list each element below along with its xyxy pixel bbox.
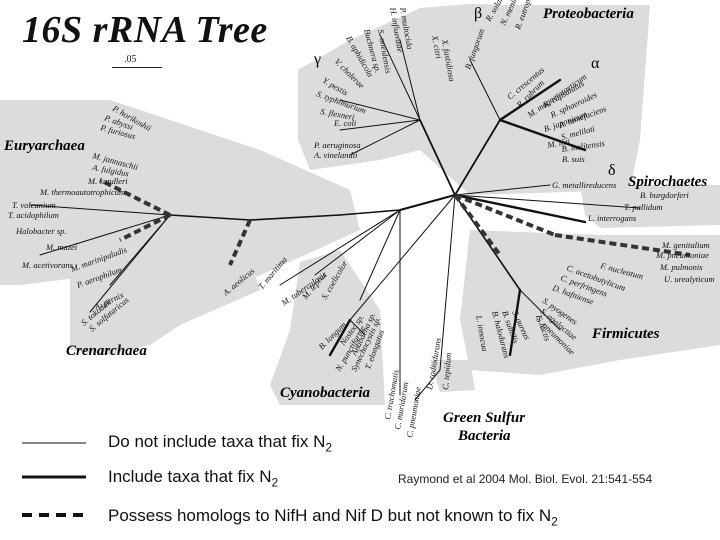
region-proteobacteria: [298, 4, 650, 195]
taxon-label: T. pallidum: [624, 202, 663, 212]
greek-gamma: γ: [313, 51, 321, 68]
scale-bar-label: .05: [124, 54, 137, 65]
taxon-label: M. thermoautotrophicum: [39, 187, 125, 197]
taxon-label: T. volcanium: [12, 200, 56, 210]
legend-line-samples: [22, 442, 86, 517]
region-cyanobacteria: [270, 250, 385, 405]
taxon-label: X. citri: [430, 34, 444, 61]
region-spirochaetes: [580, 185, 720, 228]
group-label-euryarchaea: Euryarchaea: [3, 138, 85, 154]
region-euryarchaea: [0, 100, 360, 285]
taxon-label: G. metallireducens: [552, 180, 617, 190]
taxon-label: M. pulmonis: [659, 262, 703, 272]
taxon-label: M. acetivorans: [21, 260, 74, 270]
taxon-label: E. coli: [333, 118, 357, 128]
taxon-label: T. acidophilum: [8, 210, 59, 220]
legend-label: Do not include taxa that fix N2: [108, 431, 333, 455]
taxon-label: Halobacter sp.: [15, 226, 67, 236]
group-label-green-sulfur-2: Bacteria: [457, 428, 511, 444]
taxon-label: M. pneumoniae: [655, 250, 709, 260]
taxon-label: A. vinelandii: [313, 150, 358, 160]
region-firmicutes: [460, 230, 720, 375]
greek-beta: β: [474, 5, 482, 22]
group-label-crenarchaea: Crenarchaea: [66, 343, 147, 359]
region-green-sulfur: [430, 360, 475, 392]
group-label-proteobacteria: Proteobacteria: [543, 6, 634, 22]
taxon-label: M. genitalium: [661, 240, 710, 250]
region-crenarchaea: [70, 258, 260, 355]
taxon-label: L. interrogans: [587, 213, 637, 223]
taxon-label: M. mazei: [45, 242, 78, 252]
taxon-label: P. aeruginosa: [313, 140, 361, 150]
legend-label: Possess homologs to NifH and Nif D but n…: [108, 505, 558, 529]
slide-title: 16S rRNA Tree: [22, 9, 268, 51]
citation: Raymond et al 2004 Mol. Biol. Evol. 21:5…: [398, 472, 653, 486]
scale-bar: [112, 67, 162, 68]
dashed-branches: [99, 178, 691, 266]
group-label-firmicutes: Firmicutes: [591, 326, 660, 342]
group-label-green-sulfur-1: Green Sulfur: [443, 410, 525, 426]
taxon-label: B. burgdorferi: [640, 190, 689, 200]
greek-delta: δ: [608, 162, 616, 179]
greek-alpha: α: [591, 55, 600, 72]
legend-label: Include taxa that fix N2: [108, 466, 279, 490]
group-label-spirochaetes: Spirochaetes: [628, 174, 707, 190]
taxon-label: M. kandleri: [87, 176, 128, 186]
taxon-label: U. urealyticum: [664, 274, 715, 284]
group-label-cyanobacteria: Cyanobacteria: [280, 385, 370, 401]
taxa-spirochaetes: B. burgdorferi T. pallidum L. interrogan…: [587, 190, 689, 223]
taxon-label: M. loti: [546, 136, 572, 150]
taxon-label: B. suis: [562, 154, 585, 164]
tree-branches: [29, 34, 641, 401]
taxon-label: C. tepidum: [440, 352, 453, 390]
